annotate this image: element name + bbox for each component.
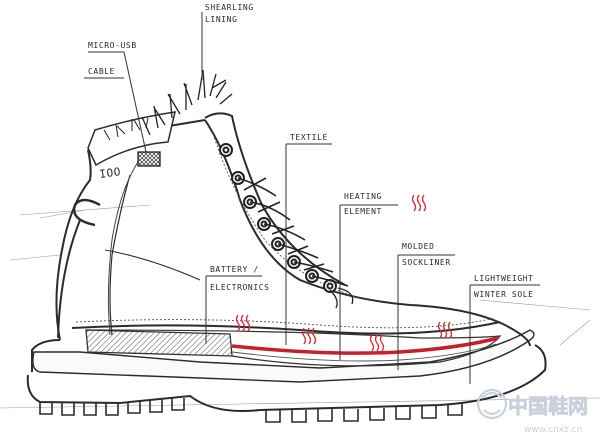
heat-wave-icon xyxy=(411,194,427,212)
label-micro-usb-line1: MICRO-USB xyxy=(88,41,137,50)
heat-waves xyxy=(235,194,453,352)
midsole xyxy=(32,329,535,383)
label-battery-line2: ELECTRONICS xyxy=(210,283,270,292)
label-shearling-line2: LINING xyxy=(205,15,238,24)
sockliner xyxy=(85,329,502,367)
callout-sole: LIGHTWEIGHT WINTER SOLE xyxy=(474,274,534,299)
callout-battery: BATTERY / ELECTRONICS xyxy=(210,265,270,292)
svg-text:IOO: IOO xyxy=(99,165,122,181)
label-textile: TEXTILE xyxy=(290,133,328,142)
label-sole-line2: WINTER SOLE xyxy=(474,290,534,299)
label-heating-line2: ELEMENT xyxy=(344,207,382,216)
outsole xyxy=(26,339,547,423)
heat-wave-icon xyxy=(369,334,385,352)
leader-lines xyxy=(84,12,540,384)
label-micro-usb-line2: CABLE xyxy=(88,67,115,76)
boot-upper xyxy=(55,112,531,347)
callout-heating: HEATING ELEMENT xyxy=(344,192,382,216)
heating-wire-lower xyxy=(231,343,497,362)
label-heating-line1: HEATING xyxy=(344,192,382,201)
watermark-url: www.cnxz.cn xyxy=(524,425,582,435)
heating-wire xyxy=(231,336,499,355)
label-sockliner-line1: MOLDED xyxy=(402,242,435,251)
laces xyxy=(237,177,354,309)
label-sole-line1: LIGHTWEIGHT xyxy=(474,274,534,283)
battery xyxy=(85,329,233,357)
callout-micro-usb: MICRO-USB CABLE xyxy=(88,41,137,76)
callout-textile: TEXTILE xyxy=(290,133,328,142)
construction-lines xyxy=(0,204,600,409)
collar: IOO xyxy=(87,111,176,181)
label-sockliner-line2: SOCKLINER xyxy=(402,258,451,267)
label-battery-line1: BATTERY / xyxy=(210,265,259,274)
label-shearling-line1: SHEARLING xyxy=(205,3,254,12)
watermark-logo-icon xyxy=(476,388,508,420)
usb-cable xyxy=(107,161,139,336)
watermark: 中国鞋网 www.cnxz.cn xyxy=(476,388,588,435)
heat-wave-icon xyxy=(437,321,453,339)
heat-wave-icon xyxy=(235,314,251,332)
callout-sockliner: MOLDED SOCKLINER xyxy=(402,242,451,267)
usb-port xyxy=(137,151,161,167)
heat-wave-icon xyxy=(301,327,317,345)
shearling-fur xyxy=(103,69,233,141)
watermark-text: 中国鞋网 xyxy=(508,394,588,418)
callout-shearling: SHEARLING LINING xyxy=(205,3,254,24)
